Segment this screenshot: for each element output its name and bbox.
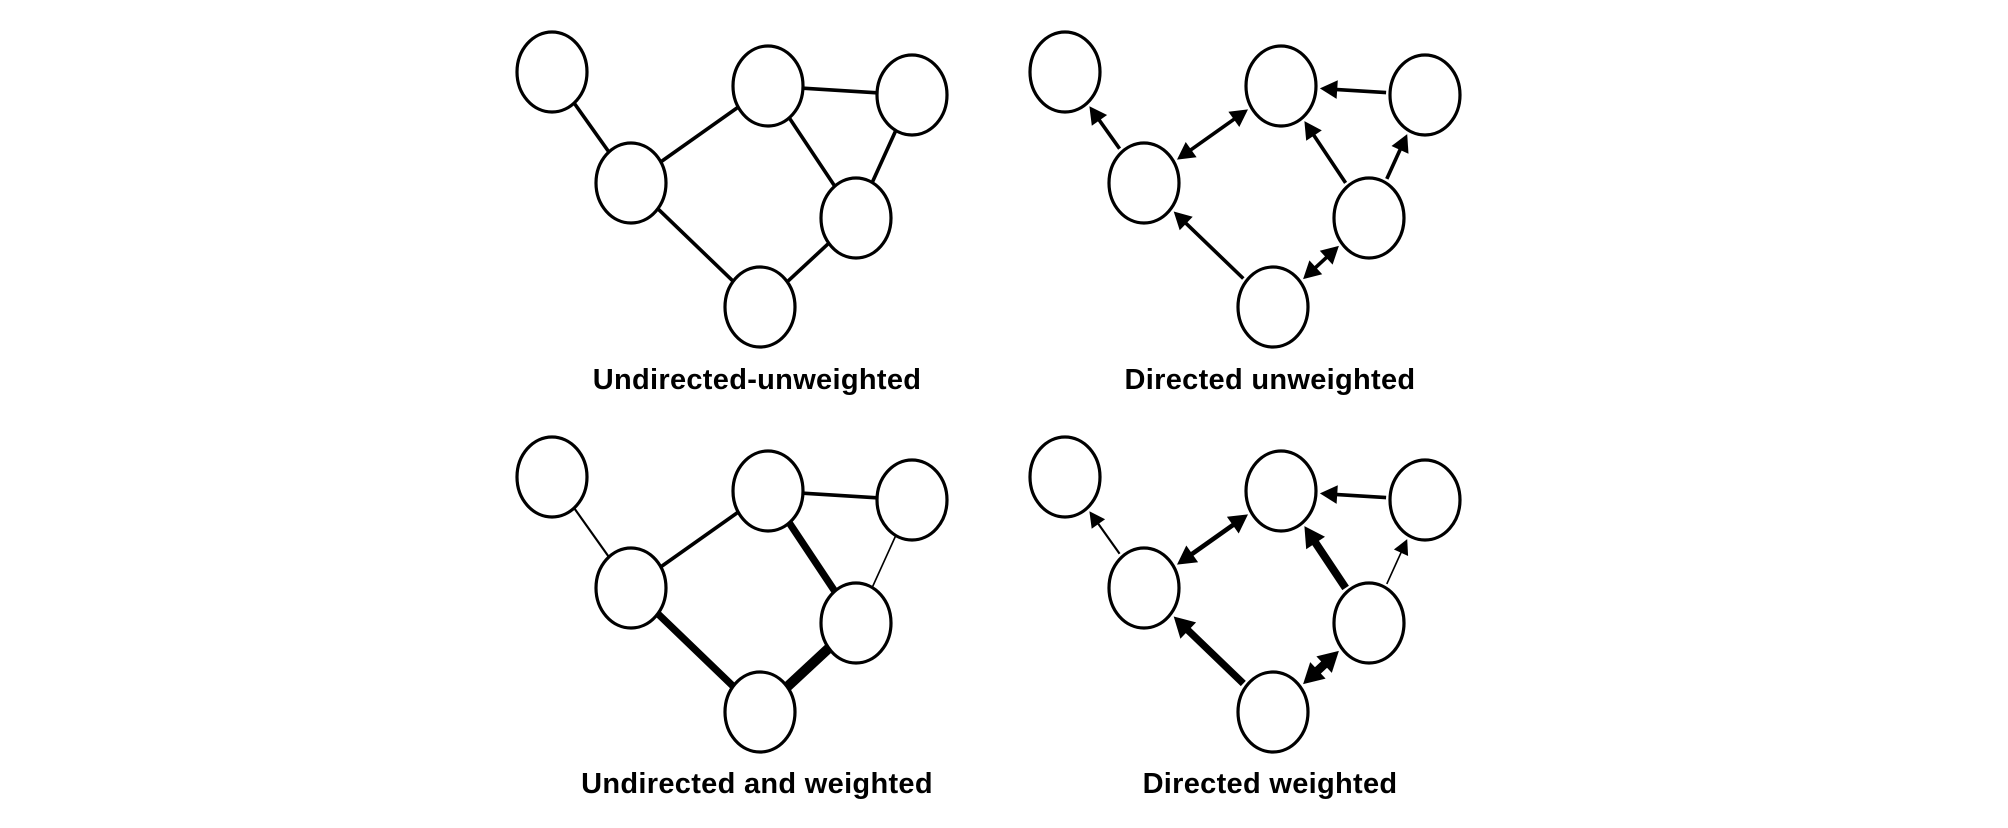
edge-e-f (785, 241, 831, 284)
edge-e-d (1386, 550, 1403, 585)
edge-d-c (1335, 492, 1387, 500)
edge-b-c (659, 105, 740, 164)
node-c (1244, 449, 1318, 533)
edge-e-c-arrowhead (1304, 526, 1325, 550)
panel-directed-weighted (1028, 435, 1462, 754)
edge-f-e-arrowhead (1319, 245, 1339, 265)
node-a (515, 30, 589, 114)
nodes (515, 30, 949, 349)
node-e (819, 176, 893, 260)
caption-directed-unweighted: Directed unweighted (1125, 364, 1416, 396)
node-c (1244, 44, 1318, 128)
edge-e-d (1385, 147, 1403, 180)
node-b (594, 141, 668, 225)
edge-b-c (659, 510, 740, 569)
edge-b-a-arrowhead (1089, 106, 1108, 126)
edge-c-d (802, 491, 878, 500)
edge-d-c (1335, 87, 1387, 95)
edge-b-a (1096, 521, 1121, 555)
node-e (819, 581, 893, 665)
edge-a-b (572, 101, 611, 154)
edge-b-c-arrowhead-reverse (1177, 545, 1199, 565)
edge-b-c-arrowhead-reverse (1177, 142, 1197, 160)
edge-b-f (655, 611, 736, 689)
edge-c-d (802, 86, 878, 95)
panel-undirected-weighted (515, 435, 949, 754)
caption-undirected-unweighted: Undirected-unweighted (593, 364, 922, 396)
edge-d-e (870, 129, 898, 184)
edges (573, 491, 897, 691)
node-e (1332, 176, 1406, 260)
panel-undirected-unweighted (515, 30, 949, 349)
caption-undirected-weighted: Undirected and weighted (581, 768, 933, 800)
edge-b-c (1189, 522, 1236, 557)
edge-d-e (871, 535, 897, 588)
node-c (731, 44, 805, 128)
edge-d-c-arrowhead (1319, 485, 1338, 504)
nodes (515, 435, 949, 754)
edge-e-f (783, 644, 833, 691)
caption-directed-weighted: Directed weighted (1143, 768, 1398, 800)
edge-c-e (786, 520, 838, 594)
edge-f-b-arrowhead (1173, 211, 1193, 231)
edge-b-f (656, 207, 735, 283)
edge-f-e-arrowhead-reverse (1303, 662, 1326, 685)
node-f (1236, 265, 1310, 349)
node-f (723, 265, 797, 349)
edge-e-c-arrowhead (1304, 121, 1322, 141)
edge-f-b (1184, 626, 1246, 687)
node-e (1332, 581, 1406, 665)
node-f (1236, 670, 1310, 754)
node-c (731, 449, 805, 533)
node-b (1107, 141, 1181, 225)
edge-c-e (787, 116, 837, 188)
node-a (515, 435, 589, 519)
edge-b-a (1096, 117, 1122, 150)
node-d (1388, 53, 1462, 137)
edge-d-c-arrowhead (1319, 80, 1338, 99)
nodes (1028, 435, 1462, 754)
edge-e-d-arrowhead (1391, 134, 1409, 154)
edge-f-e-arrowhead (1316, 650, 1339, 673)
node-b (1107, 546, 1181, 630)
node-b (594, 546, 668, 630)
node-f (723, 670, 797, 754)
node-d (875, 458, 949, 542)
edges (572, 86, 898, 284)
edge-f-b (1183, 220, 1245, 280)
node-a (1028, 30, 1102, 114)
edge-f-e (1313, 660, 1329, 675)
nodes (1028, 30, 1462, 349)
edge-f-b-arrowhead (1173, 616, 1197, 639)
edge-e-d-arrowhead (1393, 539, 1409, 556)
edges (1089, 485, 1409, 687)
edge-b-c-arrowhead (1226, 514, 1248, 534)
panel-directed-unweighted (1028, 30, 1462, 349)
edge-b-a-arrowhead (1089, 511, 1106, 529)
node-d (1388, 458, 1462, 542)
edge-a-b (573, 507, 610, 558)
edge-f-e-arrowhead-reverse (1303, 260, 1323, 280)
edge-e-c (1311, 132, 1348, 184)
edge-b-c-arrowhead (1228, 109, 1248, 127)
node-d (875, 53, 949, 137)
edges (1089, 80, 1409, 280)
edge-b-c (1188, 116, 1237, 153)
edge-f-e (1313, 254, 1329, 271)
edge-e-c (1311, 539, 1349, 591)
node-a (1028, 435, 1102, 519)
